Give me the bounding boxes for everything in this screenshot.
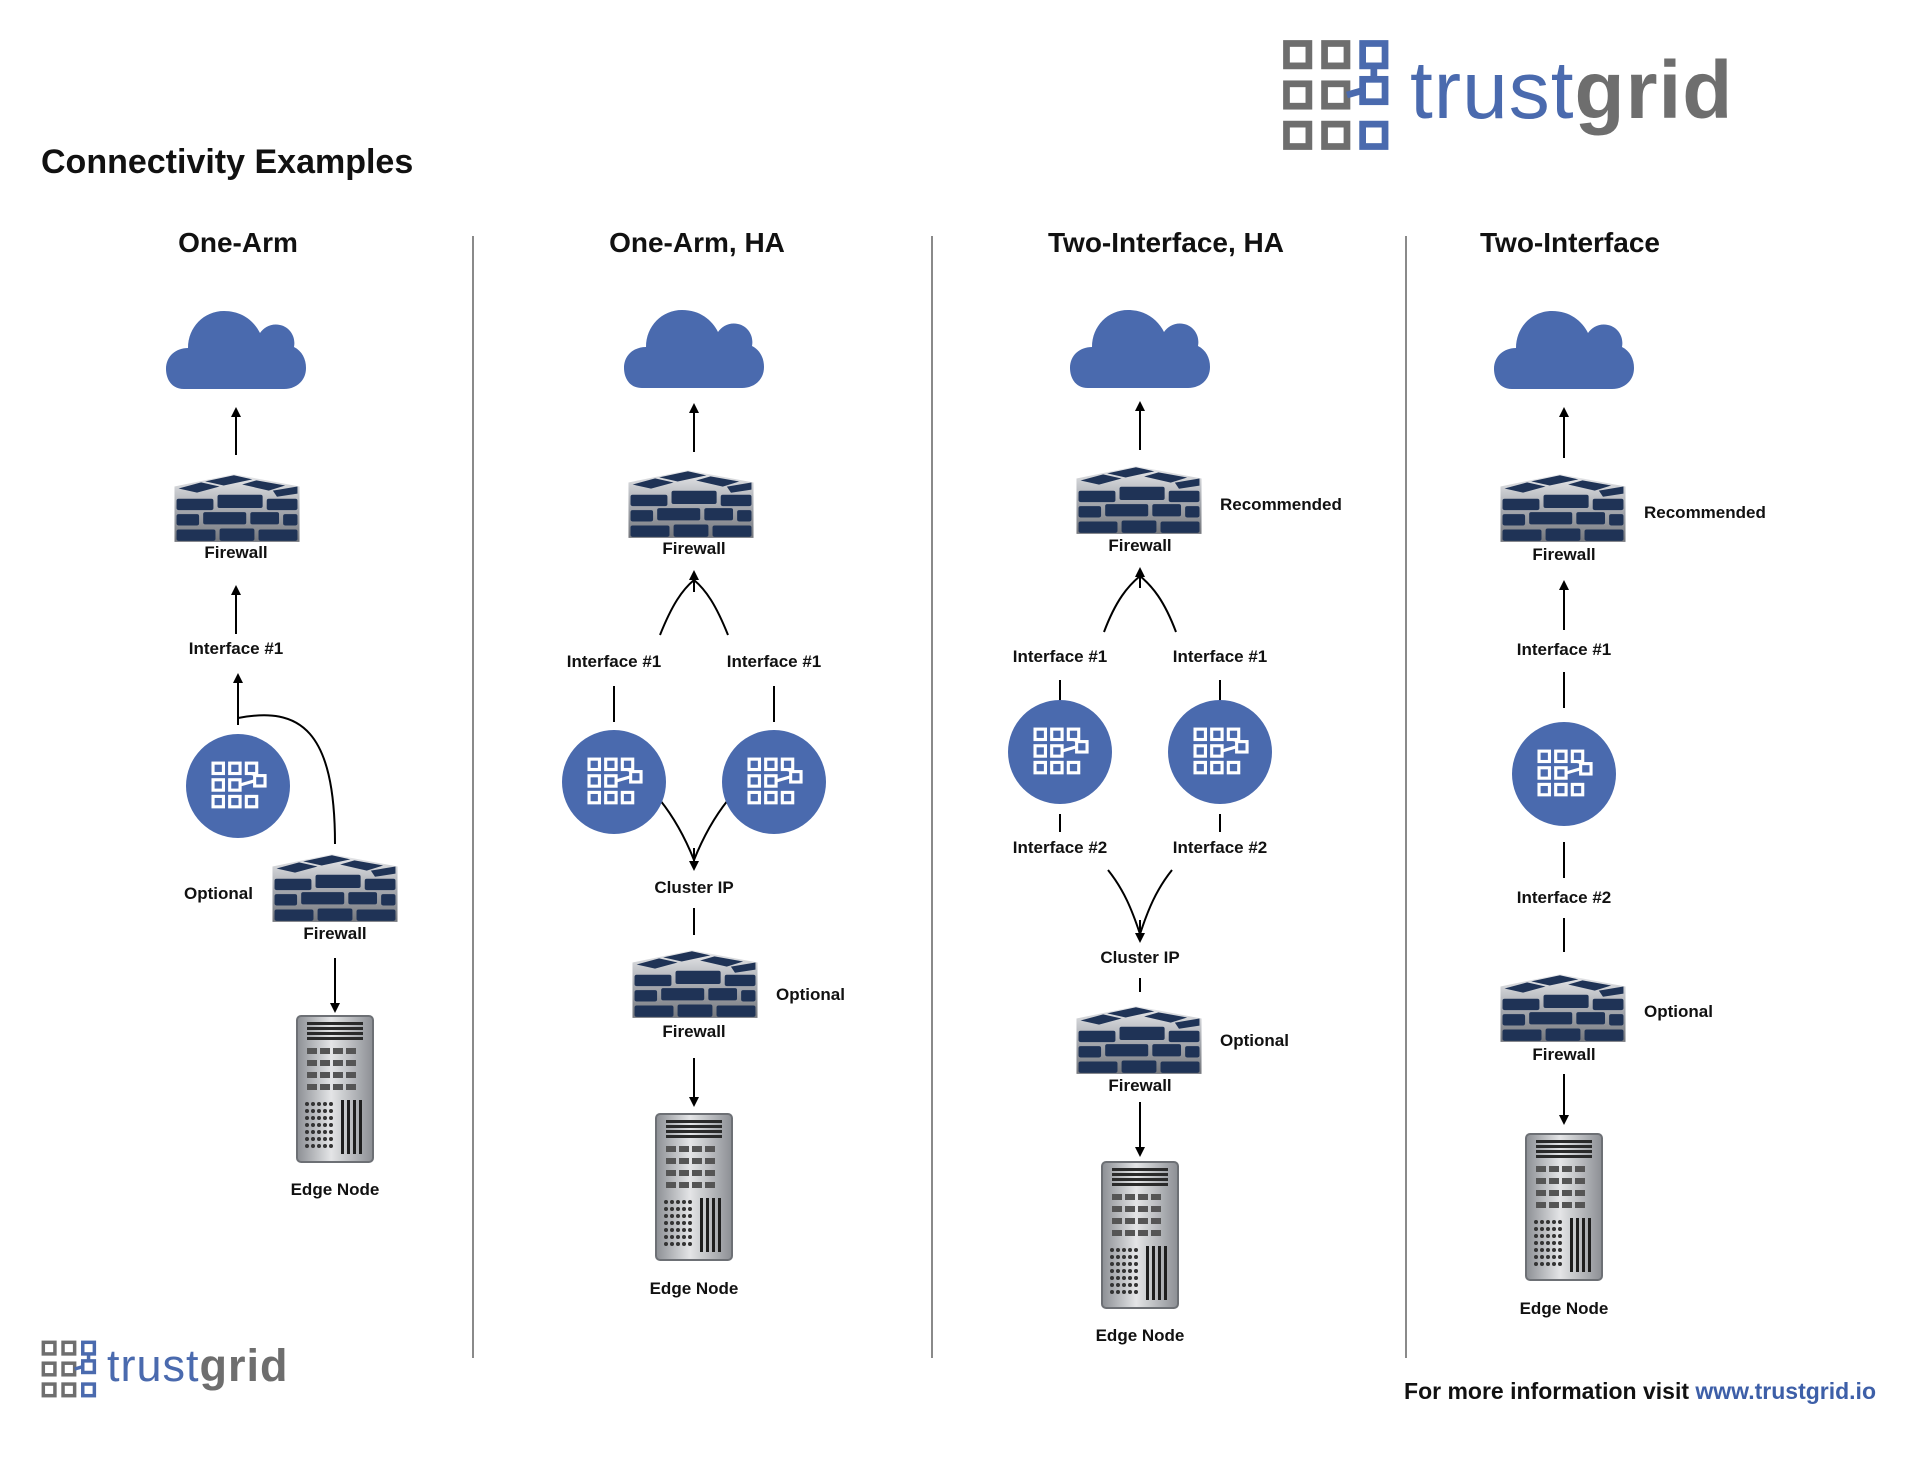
trustgrid-node-icon	[1168, 700, 1272, 804]
firewall-label: Firewall	[1108, 536, 1172, 555]
cloud-icon	[1494, 300, 1634, 392]
interface-label: Interface #2	[1516, 888, 1612, 907]
interface-label: Interface #1	[1012, 647, 1108, 666]
cluster-ip-label: Cluster IP	[1100, 948, 1180, 967]
connector-curve	[693, 579, 729, 636]
footer-info: For more information visit www.trustgrid…	[1404, 1378, 1876, 1405]
footer-logo-text-secondary: grid	[199, 1340, 289, 1391]
column-divider	[472, 236, 474, 1358]
trustgrid-node-icon	[186, 734, 290, 838]
trustgrid-node-icon	[722, 730, 826, 834]
column-divider	[1405, 236, 1407, 1358]
logo-wordmark: trustgrid	[1410, 44, 1733, 138]
edge-node-label: Edge Node	[1095, 1326, 1185, 1345]
recommended-label: Recommended	[1644, 503, 1766, 522]
cloud-icon	[1070, 299, 1210, 391]
connector-curve	[1107, 869, 1141, 935]
edge-node-label: Edge Node	[1519, 1299, 1609, 1318]
footer-logo-text-primary: trust	[107, 1340, 200, 1391]
trustgrid-node-icon	[1008, 700, 1112, 804]
interface-label: Interface #2	[1012, 838, 1108, 857]
firewall-label: Firewall	[303, 924, 367, 943]
recommended-label: Recommended	[1220, 495, 1342, 514]
firewall-icon	[1072, 998, 1206, 1080]
trustgrid-node-icon	[1512, 722, 1616, 826]
optional-label: Optional	[184, 884, 253, 903]
connector-curve	[1139, 575, 1177, 633]
firewall-icon	[1496, 966, 1630, 1048]
connector-curve	[1139, 869, 1173, 935]
column-title-two-interface-ha: Two-Interface, HA	[1048, 227, 1284, 258]
firewall-label: Firewall	[662, 539, 726, 558]
firewall-icon	[628, 942, 762, 1024]
cloud-icon	[166, 300, 306, 392]
firewall-icon	[624, 462, 758, 544]
interface-label: Interface #1	[1172, 647, 1268, 666]
footer-text: For more information visit	[1404, 1378, 1696, 1404]
interface-label: Interface #1	[1516, 640, 1612, 659]
column-divider	[931, 236, 933, 1358]
interface-label: Interface #1	[188, 639, 284, 658]
firewall-icon	[1072, 458, 1206, 540]
optional-label: Optional	[776, 985, 845, 1004]
footer-link[interactable]: www.trustgrid.io	[1695, 1378, 1876, 1404]
firewall-icon	[170, 466, 304, 548]
cloud-icon	[624, 299, 764, 391]
footer-logo: trustgrid	[41, 1338, 311, 1400]
footer-logo-wordmark: trustgrid	[107, 1340, 289, 1392]
connector-curve	[693, 799, 729, 861]
firewall-label: Firewall	[204, 543, 268, 562]
cluster-ip-label: Cluster IP	[654, 878, 734, 897]
logo-text-primary: trust	[1410, 45, 1575, 136]
firewall-label: Firewall	[1532, 545, 1596, 564]
interface-label: Interface #2	[1172, 838, 1268, 857]
connector-curve	[659, 579, 695, 636]
connector-curve	[659, 799, 695, 861]
optional-label: Optional	[1644, 1002, 1713, 1021]
firewall-icon	[1496, 466, 1630, 548]
firewall-label: Firewall	[1108, 1076, 1172, 1095]
brand-logo: trustgrid	[1282, 38, 1782, 154]
connector-curve	[237, 714, 336, 845]
firewall-label: Firewall	[662, 1022, 726, 1041]
edge-server-icon	[1524, 1132, 1604, 1282]
logo-grid-icon	[41, 1340, 99, 1398]
connector-curve	[1103, 575, 1141, 633]
firewall-label: Firewall	[1532, 1045, 1596, 1064]
edge-node-label: Edge Node	[649, 1279, 739, 1298]
page-title: Connectivity Examples	[41, 143, 414, 181]
trustgrid-node-icon	[562, 730, 666, 834]
optional-label: Optional	[1220, 1031, 1289, 1050]
firewall-icon	[268, 846, 402, 928]
edge-server-icon	[1100, 1160, 1180, 1310]
logo-text-secondary: grid	[1574, 45, 1734, 136]
column-title-two-interface: Two-Interface	[1480, 227, 1660, 258]
edge-server-icon	[654, 1112, 734, 1262]
edge-server-icon	[295, 1014, 375, 1164]
interface-label: Interface #1	[566, 652, 662, 671]
column-title-one-arm-ha: One-Arm, HA	[609, 227, 785, 258]
edge-node-label: Edge Node	[290, 1180, 380, 1199]
interface-label: Interface #1	[726, 652, 822, 671]
column-title-one-arm: One-Arm	[178, 227, 298, 258]
